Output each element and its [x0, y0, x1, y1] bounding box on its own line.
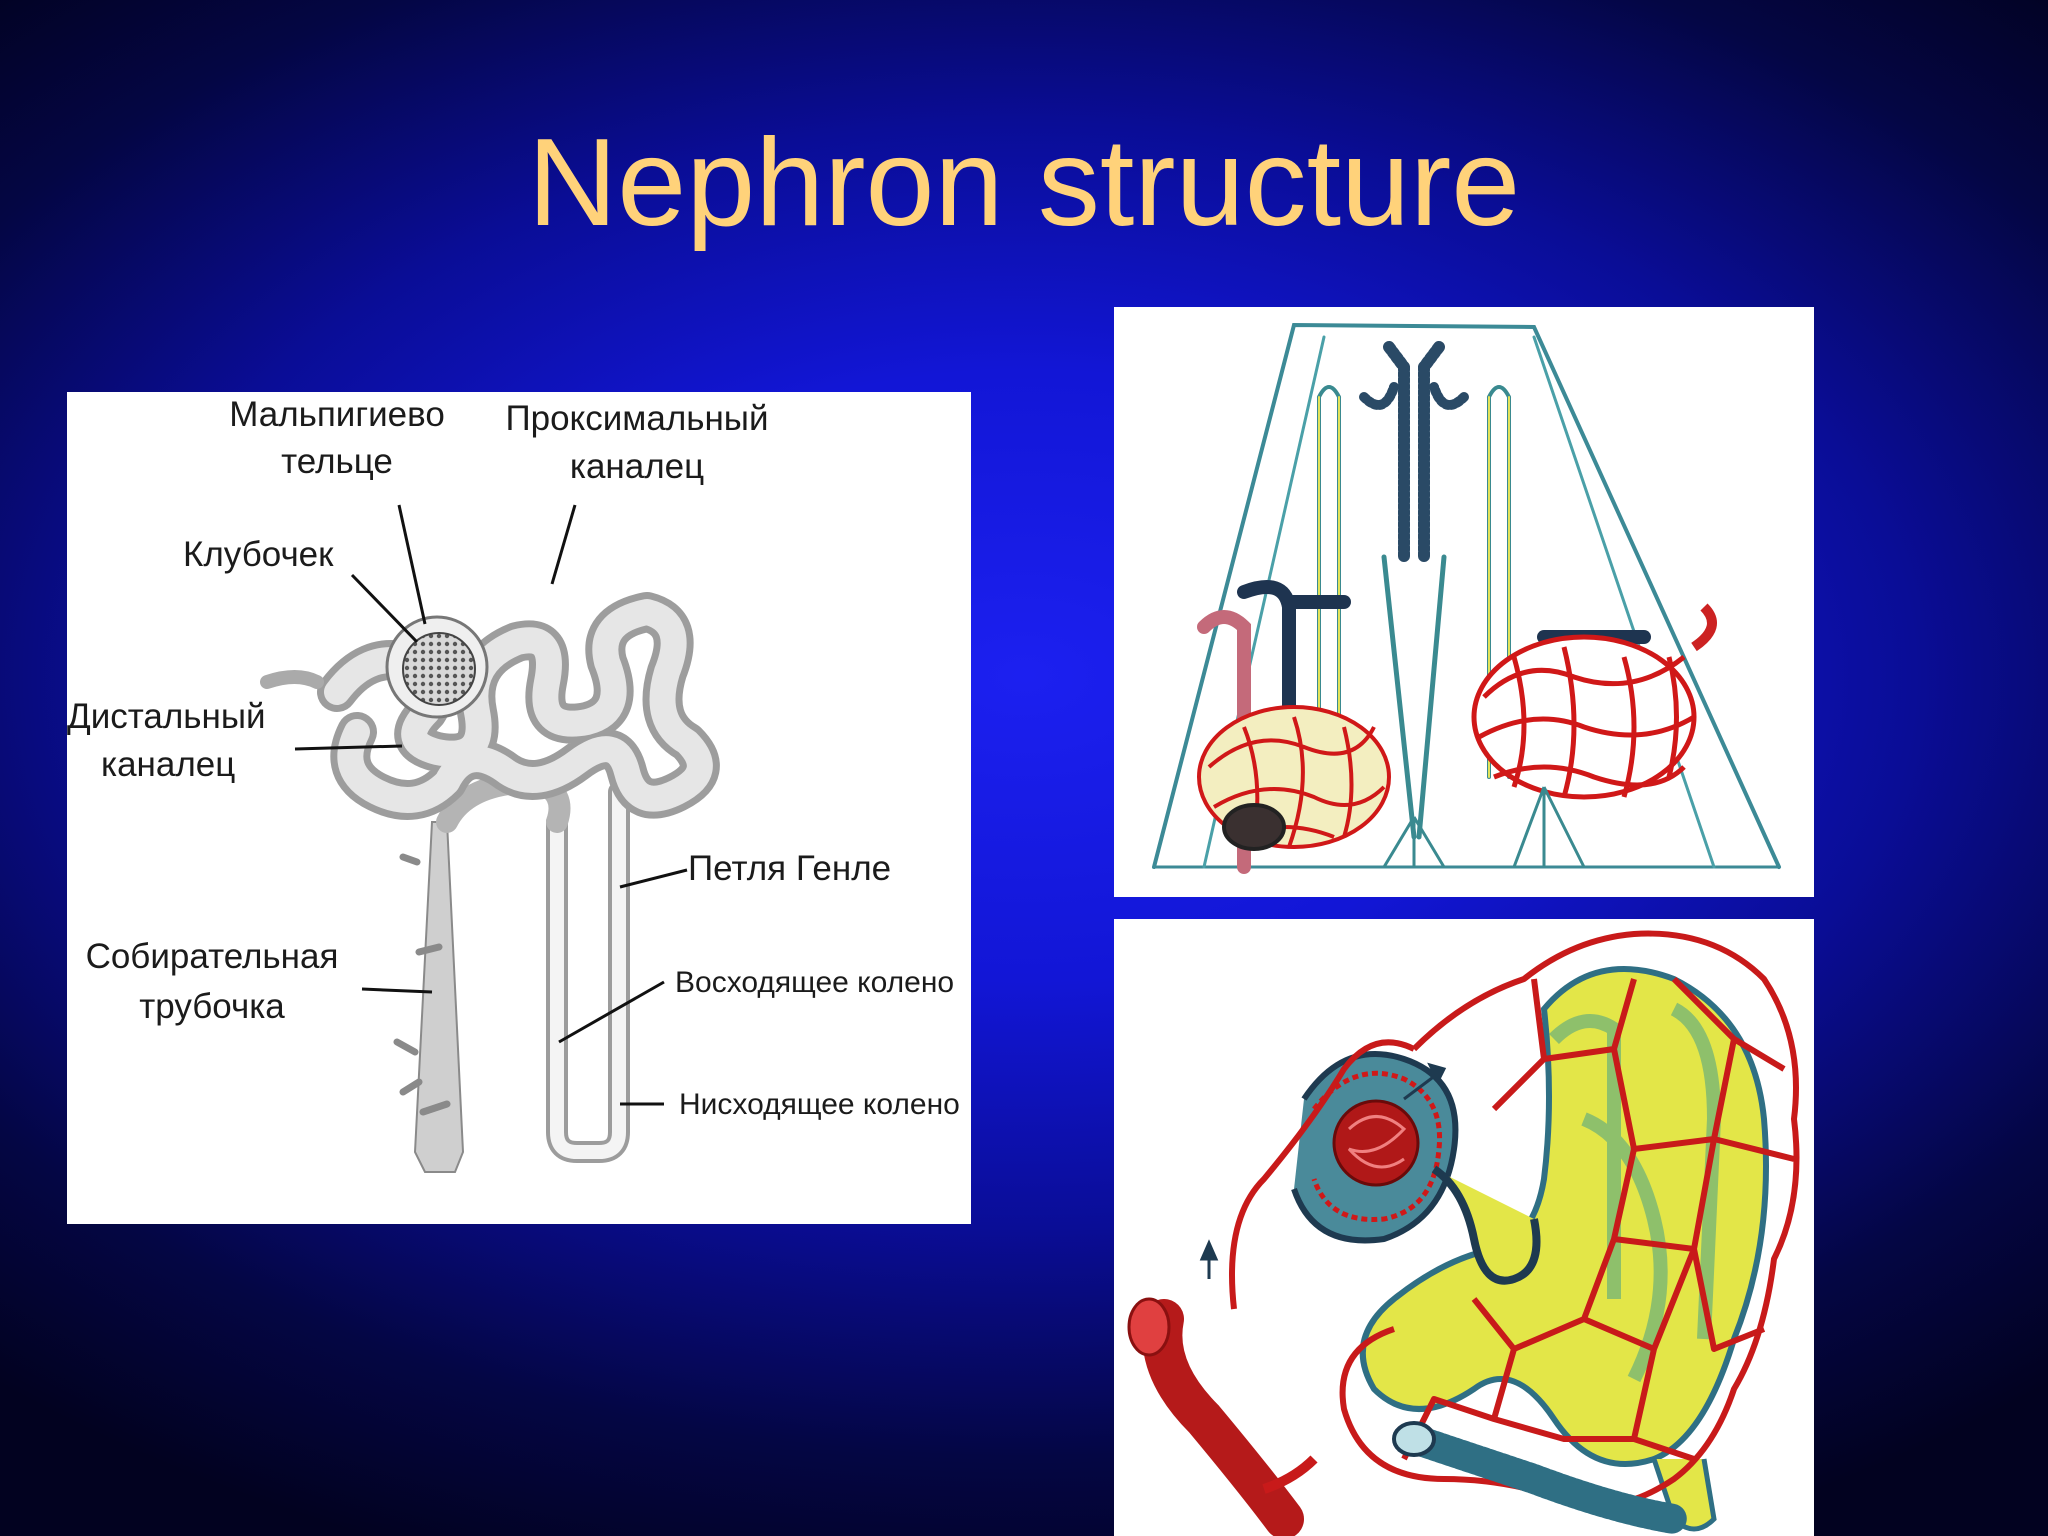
label-malpighian-body-line2: тельце	[281, 442, 393, 481]
capillary-network	[1229, 930, 1800, 1509]
label-ascending-limb: Восходящее колено	[675, 966, 955, 999]
kidney-section-drawing	[1152, 322, 1781, 874]
arteriole	[1127, 1297, 1318, 1536]
capillary-network-left	[1197, 705, 1391, 851]
nephron-blood-supply-drawing	[1127, 930, 1800, 1536]
label-proximal-tubule-line2: каналец	[569, 447, 705, 486]
label-glomerulus: Клубочек	[183, 535, 334, 574]
glomerular-capsule	[1291, 1051, 1541, 1285]
collecting-duct	[393, 821, 465, 1173]
label-distal-tubule-line1: Дистальный	[67, 697, 266, 736]
nephron-blood-supply-illustration	[1114, 919, 1814, 1536]
slide-title: Nephron structure	[527, 114, 1521, 252]
label-malpighian-body-line1: Мальпигиево	[229, 395, 445, 434]
kidney-section-illustration	[1114, 307, 1814, 897]
nephron-diagram-labeled: Мальпигиево тельце Проксимальный каналец…	[67, 392, 971, 1224]
label-distal-tubule-line2: каналец	[101, 745, 236, 784]
loop-of-henle	[436, 770, 630, 1163]
vein	[1392, 1421, 1689, 1534]
label-collecting-duct-line1: Собирательная	[85, 937, 339, 976]
flow-arrows	[1199, 1062, 1447, 1279]
convoluted-tubules	[260, 592, 720, 820]
nephron-illustration	[260, 504, 720, 1173]
leader-lines	[294, 504, 688, 1106]
label-collecting-duct-line2: трубочка	[139, 987, 285, 1026]
renal-corpuscle	[385, 615, 489, 719]
capillary-network-right	[1471, 603, 1717, 800]
label-loop-of-henle: Петля Генле	[688, 849, 892, 888]
label-proximal-tubule-line1: Проксимальный	[505, 399, 769, 438]
label-descending-limb: Нисходящее колено	[679, 1088, 960, 1121]
tubule-body	[1359, 966, 1769, 1532]
